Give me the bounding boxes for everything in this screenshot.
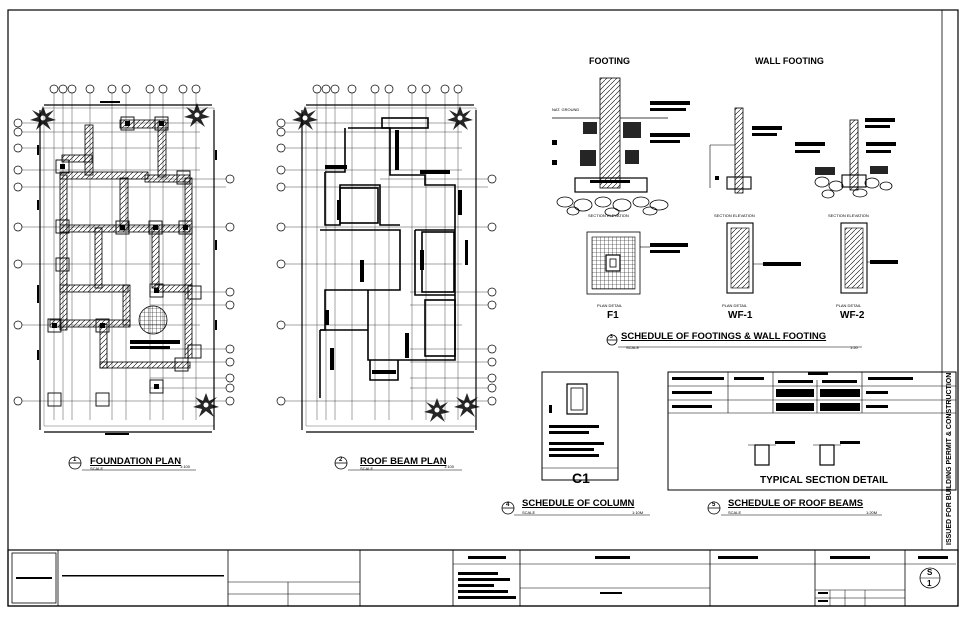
footing-section (552, 77, 690, 217)
roof-beam-scale-label: SCALE (360, 466, 374, 471)
roof-beam-plan (276, 84, 497, 433)
column-scale: 1:10M (632, 510, 644, 515)
section-markers (68, 334, 721, 515)
column-schedule-title: SCHEDULE OF COLUMN (522, 498, 635, 509)
issue-stamp: ISSUED FOR BUILDING PERMIT & CONSTRUCTIO… (946, 372, 953, 545)
column-id: C1 (572, 470, 590, 486)
f1-tag: F1 (607, 310, 619, 321)
roof-beam-schedule (667, 371, 957, 491)
wf2-section-label: SECTION ELEVATION (828, 213, 869, 218)
f1-section-label: SECTION ELEVATION (588, 213, 629, 218)
roof-beams-scale-label: SCALE (728, 510, 742, 515)
footings-schedule-title: SCHEDULE OF FOOTINGS & WALL FOOTING (621, 331, 827, 342)
typical-section-title: TYPICAL SECTION DETAIL (760, 475, 888, 486)
wf1-plan-label: PLAN DETAIL (722, 303, 748, 308)
footing-title: FOOTING (589, 56, 630, 66)
sheet-number-bottom: 1 (927, 579, 932, 588)
foundation-plan (13, 84, 235, 435)
footings-scale-label: SCALE (626, 345, 640, 350)
wall-footing-sections (709, 107, 898, 294)
wf2-tag: WF-2 (840, 310, 865, 321)
foundation-scale: 1:100 (180, 464, 191, 469)
foundation-plan-num: 1 (73, 457, 77, 463)
roof-beams-schedule-num: 5 (712, 502, 716, 508)
roof-beams-scale: 1:20M (866, 510, 878, 515)
wf1-section-label: SECTION ELEVATION (714, 213, 755, 218)
title-block (7, 549, 959, 607)
roof-beam-plan-num: 2 (339, 457, 343, 463)
roof-beam-scale: 1:100 (444, 464, 455, 469)
wf2-plan-label: PLAN DETAIL (836, 303, 862, 308)
roof-beams-schedule-title: SCHEDULE OF ROOF BEAMS (728, 498, 864, 509)
roof-beam-plan-title: ROOF BEAM PLAN (360, 456, 447, 467)
column-schedule-num: 4 (506, 502, 510, 508)
footings-scale: 1:20 (850, 345, 858, 350)
column-scale-label: SCALE (522, 510, 536, 515)
footings-schedule-num: 3 (610, 334, 613, 340)
f1-plan-label: PLAN DETAIL (597, 303, 623, 308)
column-schedule (541, 371, 619, 481)
footing-plan-detail (586, 231, 688, 295)
foundation-scale-label: SCALE (90, 466, 104, 471)
wf1-tag: WF-1 (728, 310, 753, 321)
nat-ground-label: NAT. GROUND (552, 107, 580, 112)
wall-footing-title: WALL FOOTING (755, 56, 824, 66)
sheet-number-top: S (927, 568, 933, 577)
foundation-plan-title: FOUNDATION PLAN (90, 456, 182, 467)
